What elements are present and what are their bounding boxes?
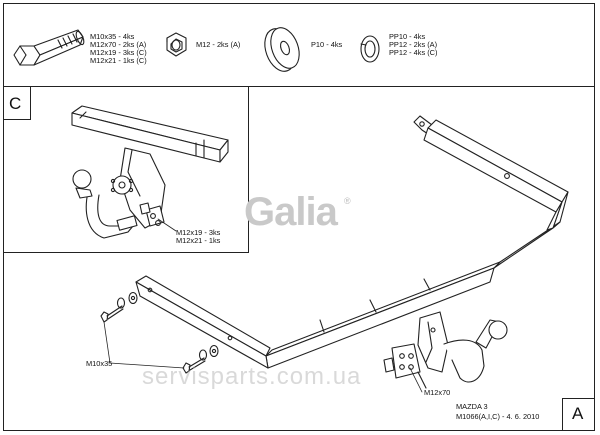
spring-washer-spec-line: PP12 - 2ks (A): [389, 40, 438, 49]
detail-c-letter: C: [9, 94, 22, 113]
washer-icon: [264, 27, 300, 72]
nut-icon: [166, 32, 187, 57]
caption-model: MAZDA 3: [456, 402, 488, 411]
detail-c-hitch-drawing: [71, 105, 229, 239]
header-divider: [3, 86, 595, 87]
detail-c-callout-line: M12x19 - 3ks: [176, 228, 221, 237]
drawing-frame: [3, 3, 595, 431]
washer-spec: P10 - 4ks: [311, 40, 343, 49]
caption-drawing-ref: M1066(A,I,C) - 4. 6. 2010: [456, 412, 540, 421]
bolt-spec-line: M10x35 - 4ks: [90, 32, 135, 41]
view-a-letter: A: [572, 404, 584, 423]
detail-c-frame: [3, 86, 249, 253]
bolt-icon: [13, 29, 85, 66]
bolt-spec-line: M12x21 - 1ks (C): [90, 56, 147, 65]
bolt-spec-line: M12x19 - 3ks (C): [90, 48, 147, 57]
m10x35-callout: M10x35: [86, 359, 113, 368]
spring-washer-spec-line: PP10 - 4ks: [389, 32, 426, 41]
galia-logo: Galia: [244, 190, 338, 234]
view-a-label-box: [562, 398, 595, 431]
nut-spec: M12 - 2ks (A): [196, 40, 241, 49]
spring-washer-icon: [360, 35, 380, 63]
m10-bolts-drawing: [100, 291, 219, 374]
bolt-spec-line: M12x70 - 2ks (A): [90, 40, 147, 49]
m12x70-callout: M12x70: [424, 388, 451, 397]
detail-c-label-box: [3, 86, 31, 120]
registered-mark: ®: [344, 196, 351, 206]
watermark: servisparts.com.ua: [142, 363, 362, 390]
spring-washer-spec-line: PP12 - 4ks (C): [389, 48, 438, 57]
main-hitch-drawing: [135, 115, 569, 393]
detail-c-callout-line: M12x21 - 1ks: [176, 236, 221, 245]
